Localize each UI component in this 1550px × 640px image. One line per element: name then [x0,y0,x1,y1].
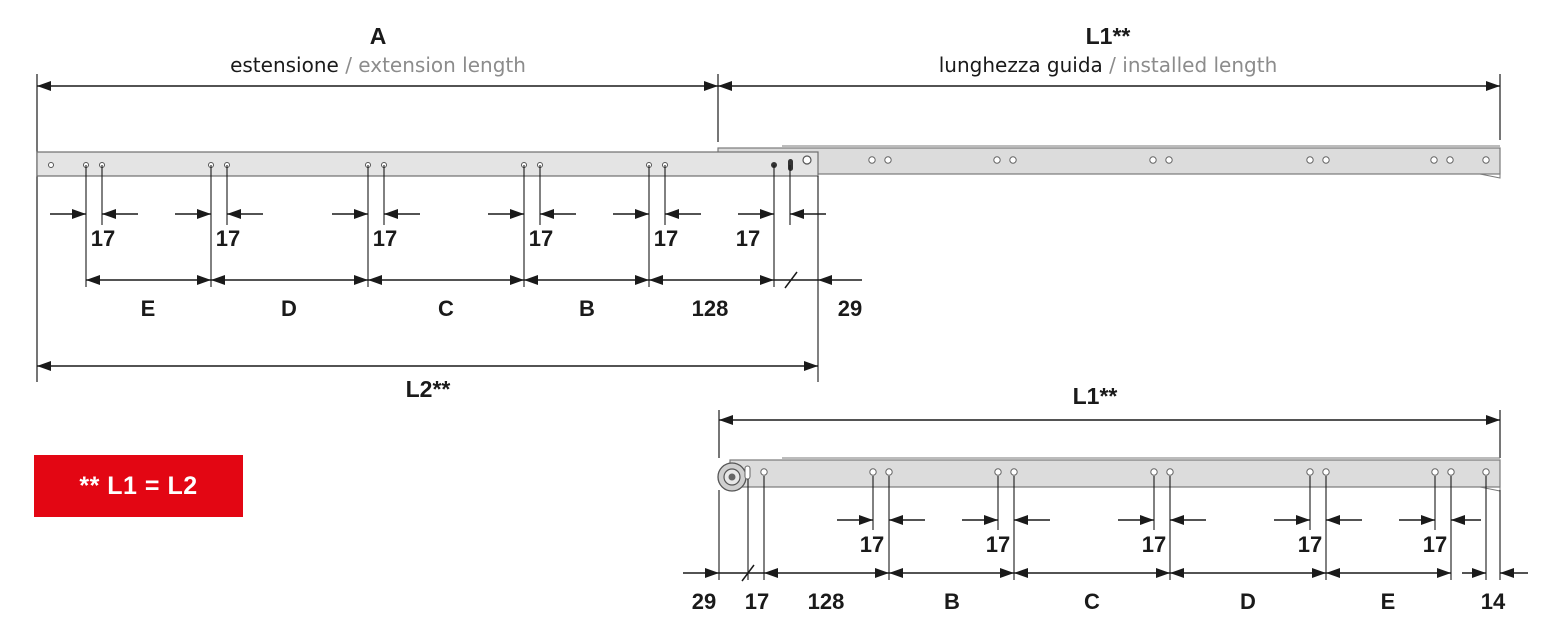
dim-label-L2: L2** [406,376,451,402]
extension-length-label: estensione / extension length [230,53,526,77]
label-separator: / [345,53,358,77]
segment-label-E: E [1381,589,1396,614]
segment-labels-bottom: 29 17 128 B C D E 14 [692,589,1506,614]
end-offset-label-14: 14 [1481,589,1506,614]
spacing-label: 17 [1423,532,1447,557]
outer-rail-end [1479,148,1501,179]
segment-label-C: C [1084,589,1100,614]
segment-label-D: D [1240,589,1256,614]
installed-length-label: lunghezza guida / installed length [939,53,1278,77]
spacing-label: 17 [986,532,1010,557]
end-offset-label-29: 29 [838,296,862,321]
closed-rail [717,457,1501,492]
spacing-label: 17 [373,226,397,251]
closed-rail-slot [744,465,751,480]
note-badge: ** L1 = L2 [34,455,243,517]
closed-rail-body [729,459,1501,488]
extended-rail [36,145,1501,179]
installed-label-it: lunghezza guida [939,53,1103,77]
closed-rail-holes [760,468,1490,476]
spacing-label: 17 [1142,532,1166,557]
segment-label-D: D [281,296,297,321]
dim-label-A: A [370,23,387,49]
leader-lines-bottom [718,476,1501,580]
segment-labels-top: E D C B 128 29 [141,296,863,321]
roller-top [802,155,812,165]
extension-label-en: extension length [358,53,526,77]
installed-label-en: installed length [1122,53,1277,77]
top-view: A estensione / extension length L1** lun… [36,23,1501,402]
segment-label-C: C [438,296,454,321]
outer-rail-holes [868,156,1490,164]
offset-label-17: 17 [745,589,769,614]
segment-chain-bottom [683,564,1528,582]
label-separator: / [1109,53,1122,77]
leader-lines-top [85,165,819,382]
inner-rail-holes [48,162,668,168]
spacing-label: 17 [529,226,553,251]
segment-label-E: E [141,296,156,321]
segment-label-128: 128 [692,296,729,321]
spacing-labels-top: 17 17 17 17 17 17 [91,226,760,251]
spacing-label: 17 [860,532,884,557]
spacing-label: 17 [91,226,115,251]
spacing-label: 17 [736,226,760,251]
segment-label-B: B [579,296,595,321]
dim-label-L1-bottom: L1** [1073,383,1118,409]
note-text: ** L1 = L2 [79,471,198,500]
extension-lines-bottom [718,410,1501,458]
dim-label-L1-top: L1** [1086,23,1131,49]
spacing-label: 17 [216,226,240,251]
spacing-labels-bottom: 17 17 17 17 17 [860,532,1447,557]
inner-rail-top [36,151,819,177]
segment-chain-top [86,271,862,289]
start-offset-label-29: 29 [692,589,716,614]
bottom-view: L1** [683,383,1528,614]
outer-rail-top [717,147,1501,175]
extension-lines-top [36,74,1501,382]
extension-label-it: estensione [230,53,339,77]
roller-wheel-hub [728,473,736,481]
segment-label-128: 128 [808,589,845,614]
segment-label-B: B [944,589,960,614]
spacing-label: 17 [654,226,678,251]
spacing-label: 17 [1298,532,1322,557]
